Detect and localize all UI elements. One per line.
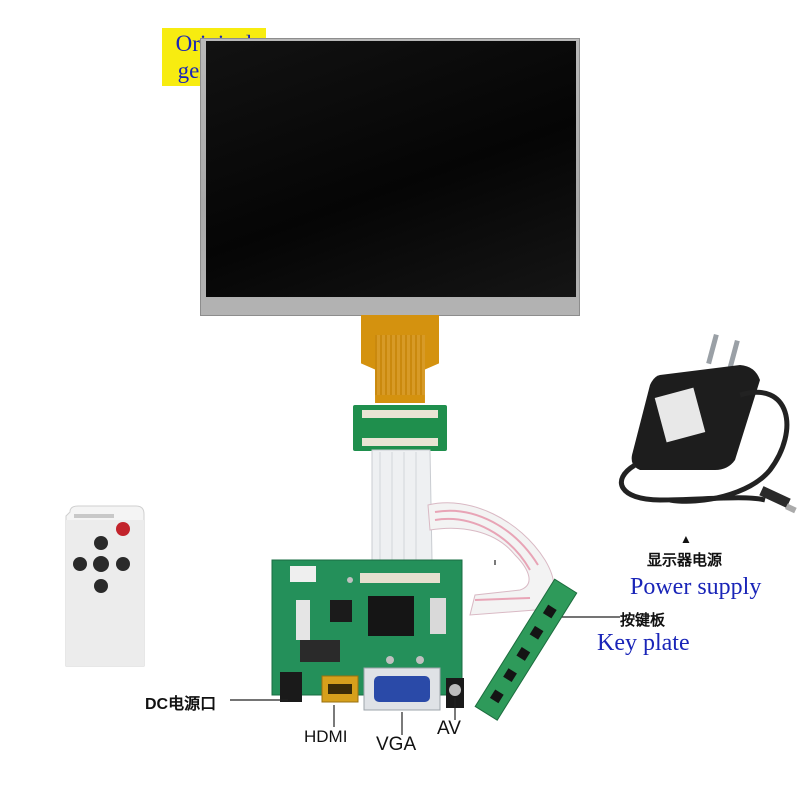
flex-cable-traces: [375, 335, 425, 395]
key-plate-chinese-label: 按键板: [620, 612, 666, 629]
driver-board-ports: [280, 667, 464, 711]
callout-lines: [230, 560, 620, 735]
ribbon-cable: [371, 449, 433, 563]
key-plate-label: Key plate: [597, 630, 690, 656]
vga-label: VGA: [376, 734, 417, 755]
key-plate-board: [474, 578, 578, 721]
power-adapter: [618, 333, 797, 514]
power-supply-label: Power supply: [630, 574, 762, 600]
power-supply-chinese-label: 显示器电源: [647, 552, 723, 569]
lcd-screen: [206, 41, 576, 297]
adapter-connector-top: [362, 410, 438, 418]
up-arrow-icon: ▲: [680, 532, 692, 546]
adapter-connector-bottom: [362, 438, 438, 446]
hdmi-label: HDMI: [304, 727, 348, 746]
av-label: AV: [437, 718, 461, 739]
dc-power-port-label: DC电源口: [145, 696, 217, 713]
remote-control: [65, 505, 145, 667]
